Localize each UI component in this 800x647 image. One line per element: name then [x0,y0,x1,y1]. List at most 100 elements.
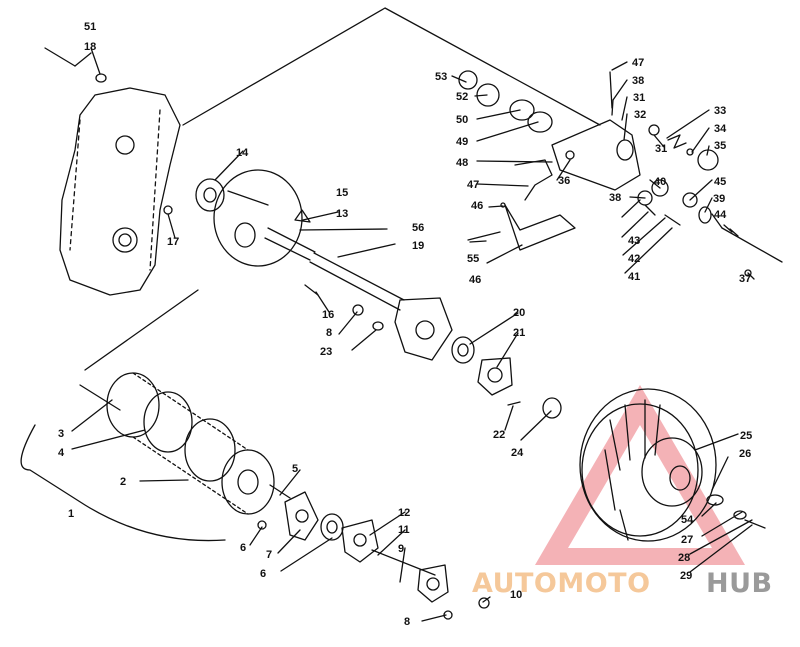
callout-label: 47 [632,57,644,69]
bracket-part [514,159,553,201]
washer-part [706,494,724,506]
callout-label: 13 [336,208,348,220]
callout-label: 46 [469,274,481,286]
watermark-part-a: AUTOMOTO [472,568,651,599]
callout-label: 1 [68,508,74,520]
callout-label: 31 [633,92,645,104]
watermark-part-b: HUB [706,568,773,599]
callout-label: 15 [336,187,348,199]
bearing-plate-part [284,491,319,541]
bearing-plate-part [417,564,449,603]
nut-part [163,205,173,215]
callout-label: 27 [681,534,693,546]
callout-label: 28 [678,552,690,564]
washer-part [648,124,660,136]
callout-label: 55 [467,253,479,265]
bearing-flange-part [394,297,453,361]
callout-label: 22 [493,429,505,441]
washer-part [372,321,384,331]
callout-label: 20 [513,307,525,319]
callout-label: 37 [739,273,751,285]
washer-part [95,73,107,83]
nut-part [744,269,752,277]
boundary-line [20,424,226,542]
pin-part [664,214,681,226]
nut-part [478,597,490,609]
callout-label: 4 [58,447,65,459]
cotter-pin-part [500,202,506,208]
bolt-part [467,231,501,241]
callout-label: 10 [510,589,522,601]
bearing-part [195,178,225,212]
callout-label: 25 [740,430,752,442]
callout-label: 54 [681,514,694,526]
watermark-logo [535,385,745,565]
callout-label: 36 [558,175,570,187]
callout-label: 6 [260,568,266,580]
callout-label: 50 [456,114,468,126]
callout-label: 2 [120,476,126,488]
callout-label: 23 [320,346,332,358]
bolt-part [609,71,613,109]
roll-pin-part [304,284,319,296]
key-part [294,209,311,223]
brake-disc-part [213,169,303,267]
callout-label: 49 [456,136,468,148]
callout-label: 26 [739,448,751,460]
callout-label: 6 [240,542,246,554]
callout-label: 45 [714,176,726,188]
callout-label: 47 [467,179,479,191]
boundary-line [84,289,199,371]
bearing-part [320,513,344,541]
boundary-line [182,7,601,126]
callout-label: 21 [513,327,525,339]
callout-label: 3 [58,428,64,440]
watermark-text: AUTOMOTO HUB [472,568,773,599]
callout-label: 41 [628,271,640,283]
callout-label: 12 [398,507,410,519]
sprocket-part [682,192,698,208]
callout-label: 11 [398,524,410,536]
callout-label: 18 [84,41,96,53]
seal-stack-part [458,70,553,133]
callout-label: 29 [680,570,692,582]
washer-part [698,206,712,224]
jackshaft-part [264,227,405,311]
callout-label: 40 [654,176,666,188]
spring-part [667,134,687,149]
washer-part [733,510,747,520]
callout-label: 14 [236,147,249,159]
callout-labels: 5118141715135619168232021222434215676121… [58,21,752,628]
callout-label: 53 [435,71,447,83]
nut-part [257,520,267,530]
callout-label: 31 [655,143,667,155]
pin-part [644,204,656,216]
gearcase-housing-part [59,87,181,296]
washer-part [542,397,562,419]
tensioner-arm-part [504,204,576,251]
bearing-part [451,336,475,364]
lead-line [71,47,755,622]
callout-label: 7 [266,549,272,561]
callout-label: 51 [84,21,96,33]
bolt-part [507,401,521,406]
callout-label: 39 [713,193,725,205]
callout-label: 34 [714,123,727,135]
long-bolt-part [44,47,76,67]
callout-label: 52 [456,91,468,103]
sprocket-part [651,179,669,197]
adjuster-bolt-part [721,224,783,263]
callout-label: 8 [326,327,332,339]
bolt-part [744,519,766,529]
callout-label: 8 [404,616,410,628]
callout-label: 32 [634,109,646,121]
callout-label: 46 [471,200,483,212]
callout-label: 24 [511,447,524,459]
callout-label: 43 [628,235,640,247]
callout-label: 17 [167,236,179,248]
callout-label: 5 [292,463,298,475]
nut-part [352,304,364,316]
clutch-stack-part [79,372,291,515]
callout-label: 38 [632,75,644,87]
